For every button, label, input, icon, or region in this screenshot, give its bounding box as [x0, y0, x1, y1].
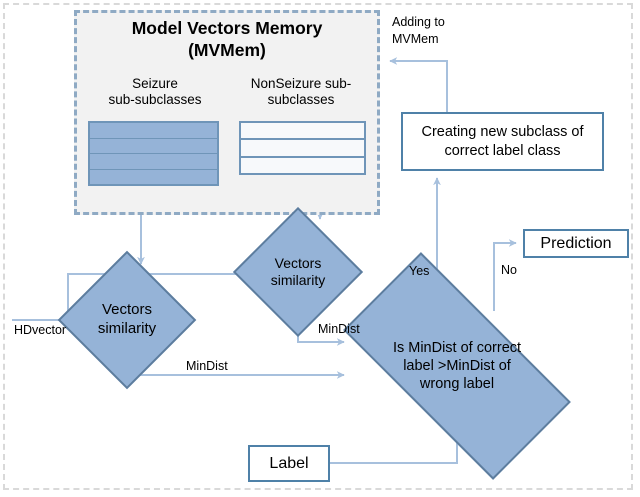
decision-line3: wrong label	[419, 376, 495, 393]
decision-vectors-similarity-nonseizure[interactable]: Vectors similarity	[232, 206, 364, 338]
seizure-subclass-table	[88, 121, 219, 186]
nonseizure-label-line2: subclasses	[267, 92, 335, 108]
edge-label-no: No	[501, 263, 517, 277]
table-row	[241, 123, 364, 141]
adding-line2: MVMem	[392, 31, 439, 46]
creating-line1: Creating new subclass of	[421, 123, 584, 140]
edge-label-mindist-upper: MinDist	[318, 322, 360, 336]
table-row	[241, 157, 364, 173]
label-box-text: Label	[269, 454, 309, 472]
seizure-label-line1: Seizure	[132, 76, 178, 91]
prediction-label: Prediction	[540, 234, 612, 252]
outer-frame-border	[3, 3, 633, 490]
decision-vectors-similarity-seizure[interactable]: Vectors similarity	[57, 250, 197, 390]
table-row	[90, 169, 217, 184]
edge-label-mindist-lower: MinDist	[186, 359, 228, 373]
vs2-line2: similarity	[270, 272, 326, 288]
nonseizure-subclass-table	[239, 121, 366, 175]
vs2-line1: Vectors	[274, 254, 322, 271]
mvmem-title-line1: Model Vectors Memory	[131, 18, 323, 38]
decision-line1: Is MinDist of correct	[392, 339, 522, 356]
diamond-label: Vectors similarity	[252, 255, 344, 290]
table-row	[90, 123, 217, 139]
edge-vs1-to-decision	[126, 369, 345, 379]
seizure-subclasses-label: Seizure sub-subclasses	[90, 76, 220, 108]
table-row	[241, 140, 364, 158]
diamond-label: Vectors similarity	[78, 301, 176, 339]
vs1-line2: similarity	[97, 320, 157, 337]
terminal-prediction[interactable]: Prediction	[523, 229, 629, 258]
decision-line2: label >MinDist of	[403, 357, 511, 374]
seizure-label-line2: sub-subclasses	[108, 92, 202, 108]
table-row	[90, 138, 217, 154]
diamond-label: Is MinDist of correct label >MinDist of …	[373, 339, 541, 393]
creating-line2: correct label class	[444, 142, 561, 159]
vs1-line1: Vectors	[101, 301, 153, 319]
edge-hdvector-to-vs2	[67, 270, 247, 320]
mvmem-title: Model Vectors Memory (MVMem)	[78, 18, 376, 62]
table-row	[90, 154, 217, 170]
creating-box-label: Creating new subclass of correct label c…	[422, 123, 584, 161]
edge-decision-no-to-prediction	[493, 239, 517, 311]
decision-mindist-comparison[interactable]: Is MinDist of correct label >MinDist of …	[343, 252, 571, 480]
process-creating-new-subclass[interactable]: Creating new subclass of correct label c…	[401, 112, 604, 171]
nonseizure-label-line1: NonSeizure sub-	[250, 76, 352, 91]
mvmem-title-line2: (MVMem)	[188, 39, 266, 60]
edge-label-to-decision	[330, 427, 461, 464]
edge-label-adding-to-mvmem: Adding to MVMem	[392, 14, 445, 48]
edge-label-yes: Yes	[409, 264, 430, 278]
nonseizure-subclasses-label: NonSeizure sub- subclasses	[236, 76, 366, 108]
adding-line1: Adding to	[392, 15, 445, 29]
input-label[interactable]: Label	[248, 445, 330, 482]
edge-label-hdvector: HDvector	[14, 323, 67, 337]
